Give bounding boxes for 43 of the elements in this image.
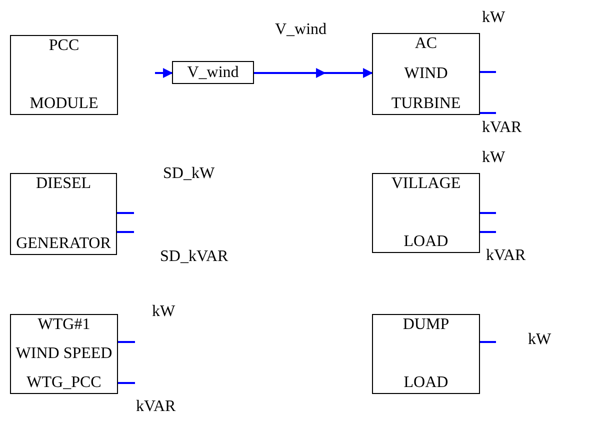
block-box: [372, 173, 480, 253]
block-label: WIND: [404, 64, 448, 84]
block-label: AC: [414, 34, 438, 54]
port-label: kW: [482, 8, 506, 28]
block-label: VILLAGE: [391, 174, 461, 194]
block-label: WTG_PCC: [26, 373, 102, 393]
output-port-line: [118, 382, 135, 384]
port-label: V_wind: [275, 20, 327, 40]
block-box: [372, 33, 480, 115]
port-label: kW: [152, 302, 176, 322]
arrow: [155, 68, 173, 78]
output-port-line: [480, 341, 496, 343]
block-label: GENERATOR: [16, 234, 111, 254]
port-label: SD_kW: [163, 164, 215, 184]
output-port-line: [480, 112, 496, 114]
block-label: V_wind: [187, 62, 239, 82]
block-box: [10, 173, 117, 255]
block-label: WTG#1: [38, 315, 90, 335]
output-port-line: [118, 341, 135, 343]
block-label: MODULE: [30, 94, 98, 114]
block-label: DIESEL: [36, 174, 92, 194]
output-port-line: [117, 212, 134, 214]
arrow: [254, 68, 372, 78]
block-box: [10, 35, 118, 115]
port-label: kVAR: [482, 118, 522, 138]
signal-box: [172, 61, 254, 84]
block-box: [10, 314, 118, 394]
port-label: kW: [528, 330, 552, 350]
block-label: TURBINE: [391, 94, 461, 114]
block-box: [372, 314, 480, 394]
block-label: WIND SPEED: [16, 344, 112, 364]
output-port-line: [480, 231, 496, 233]
output-port-line: [480, 71, 496, 73]
port-label: kVAR: [486, 246, 526, 266]
block-label: PCC: [48, 36, 80, 56]
port-label: SD_kVAR: [160, 247, 228, 267]
output-port-line: [480, 212, 496, 214]
output-port-line: [117, 231, 134, 233]
block-label: LOAD: [404, 232, 448, 252]
block-label: DUMP: [402, 315, 450, 335]
block-label: LOAD: [404, 373, 448, 393]
port-label: kVAR: [136, 397, 176, 417]
port-label: kW: [482, 148, 506, 168]
